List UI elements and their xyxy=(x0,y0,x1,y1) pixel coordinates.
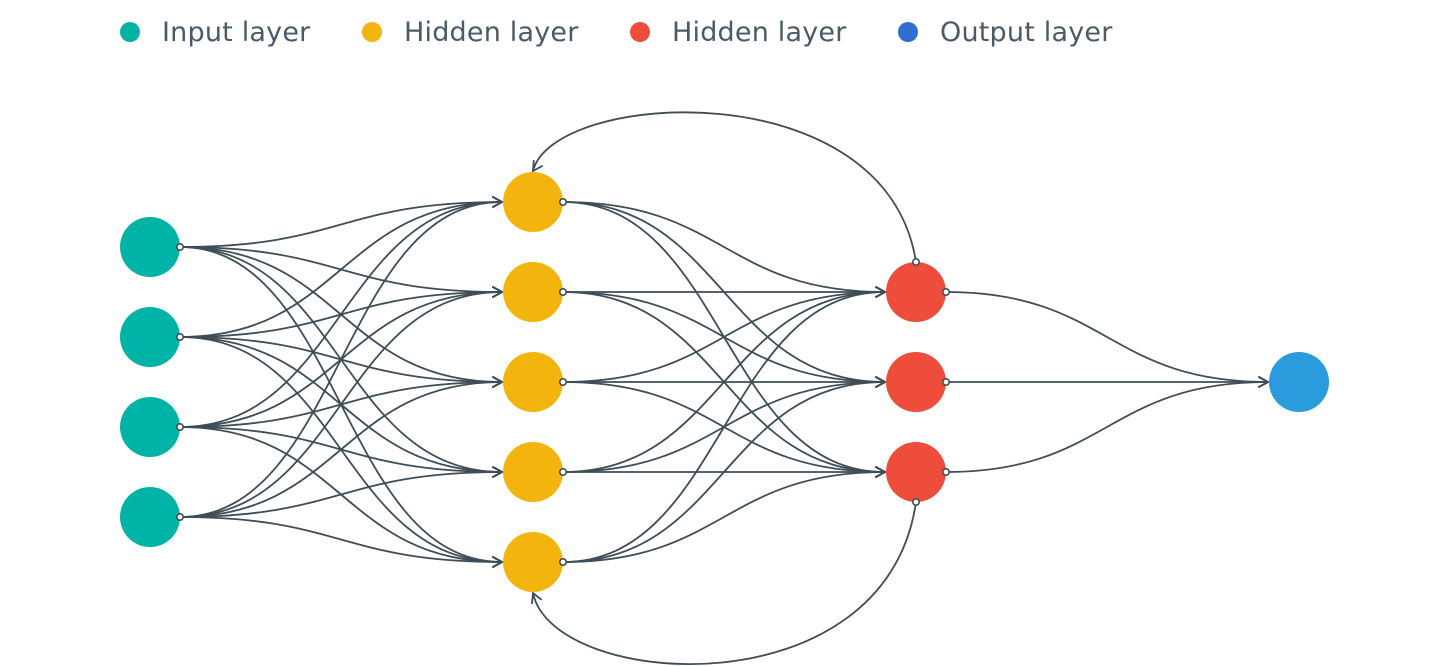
edge-input-layer-4-to-hidden-layer-1-1 xyxy=(179,201,503,518)
edge-input-layer-4-to-hidden-layer-1-2 xyxy=(179,291,503,518)
hidden-layer-1-swatch-icon xyxy=(362,22,382,42)
legend-label: Hidden layer xyxy=(404,16,579,48)
edge-input-layer-4-to-hidden-layer-1-3 xyxy=(179,381,503,518)
input-layer-node-1 xyxy=(120,217,180,277)
legend-item-hidden-layer-2: Hidden layer xyxy=(630,14,847,50)
arrowhead-hidden-layer-1-3 xyxy=(491,375,504,389)
output-ports xyxy=(176,198,950,566)
arrowhead-hidden-layer-2-1 xyxy=(874,285,887,299)
neurons xyxy=(120,172,1329,592)
connections xyxy=(179,111,1270,665)
arrowhead-hidden-layer-1-2 xyxy=(491,285,504,299)
hidden-layer-1-port-2 xyxy=(558,287,567,296)
hidden-layer-2-port-2 xyxy=(941,377,950,386)
arrowhead-hidden-layer-1-1 xyxy=(491,195,504,209)
edge-hidden-layer-1-5-to-hidden-layer-2-1 xyxy=(562,291,886,563)
recurrent-edge-top xyxy=(532,111,917,263)
arrowhead-hidden-layer-1-4 xyxy=(491,465,504,479)
legend-label: Hidden layer xyxy=(672,16,847,48)
hidden-layer-1-port-3 xyxy=(558,377,567,386)
edge-hidden-layer-1-5-to-hidden-layer-2-2 xyxy=(562,381,886,563)
edge-hidden-layer-1-4-to-hidden-layer-2-1 xyxy=(562,291,886,473)
recurrent-port-top xyxy=(911,257,920,266)
edge-hidden-layer-1-5-to-hidden-layer-2-3 xyxy=(562,471,886,563)
input-layer-port-1 xyxy=(176,243,185,252)
edge-hidden-layer-1-1-to-hidden-layer-2-1 xyxy=(562,201,886,293)
legend-label: Output layer xyxy=(940,16,1113,48)
input-layer-port-4 xyxy=(176,512,185,521)
legend: Input layer Hidden layer Hidden layer Ou… xyxy=(0,0,1450,70)
legend-item-hidden-layer-1: Hidden layer xyxy=(362,14,579,50)
input-layer-node-4 xyxy=(120,487,180,547)
edge-input-layer-4-to-hidden-layer-1-5 xyxy=(179,516,503,563)
output-layer-node-1 xyxy=(1269,352,1329,412)
hidden-layer-2-swatch-icon xyxy=(630,22,650,42)
hidden-layer-1-node-5 xyxy=(503,532,563,592)
arrowhead-output-layer-1 xyxy=(1257,375,1270,389)
arrowhead-hidden-layer-2-3 xyxy=(874,465,887,479)
edge-input-layer-1-to-hidden-layer-1-1 xyxy=(179,201,503,248)
input-layer-node-3 xyxy=(120,397,180,457)
hidden-layer-2-node-1 xyxy=(886,262,946,322)
edge-hidden-layer-1-3-to-hidden-layer-2-1 xyxy=(562,291,886,383)
recurrent-edge-bottom xyxy=(532,501,917,665)
edge-input-layer-2-to-hidden-layer-1-1 xyxy=(179,201,503,338)
hidden-layer-1-node-2 xyxy=(503,262,563,322)
hidden-layer-1-node-3 xyxy=(503,352,563,412)
arrowhead-hidden-layer-2-2 xyxy=(874,375,887,389)
edge-input-layer-4-to-hidden-layer-1-4 xyxy=(179,471,503,518)
hidden-layer-2-port-3 xyxy=(941,467,950,476)
input-layer-node-2 xyxy=(120,307,180,367)
hidden-layer-1-port-5 xyxy=(558,557,567,566)
legend-item-input-layer: Input layer xyxy=(120,14,310,50)
recurrent-arrowhead-top xyxy=(531,159,544,173)
output-layer-swatch-icon xyxy=(898,22,918,42)
recurrent-port-bottom xyxy=(911,497,920,506)
hidden-layer-2-port-1 xyxy=(941,287,950,296)
hidden-layer-1-port-1 xyxy=(558,198,567,207)
edge-input-layer-3-to-hidden-layer-1-1 xyxy=(179,201,503,428)
input-layer-swatch-icon xyxy=(120,22,140,42)
arrowhead-hidden-layer-1-5 xyxy=(491,555,504,569)
recurrent-arrowhead-bottom xyxy=(531,591,543,605)
edge-hidden-layer-2-1-to-output-layer-1 xyxy=(945,291,1269,383)
input-layer-port-3 xyxy=(176,422,185,431)
legend-label: Input layer xyxy=(162,16,311,48)
hidden-layer-1-node-4 xyxy=(503,442,563,502)
hidden-layer-2-node-3 xyxy=(886,442,946,502)
legend-item-output-layer: Output layer xyxy=(898,14,1113,50)
hidden-layer-1-node-1 xyxy=(503,172,563,232)
edge-hidden-layer-2-3-to-output-layer-1 xyxy=(945,381,1269,473)
input-layer-port-2 xyxy=(176,332,185,341)
hidden-layer-1-port-4 xyxy=(558,467,567,476)
hidden-layer-2-node-2 xyxy=(886,352,946,412)
